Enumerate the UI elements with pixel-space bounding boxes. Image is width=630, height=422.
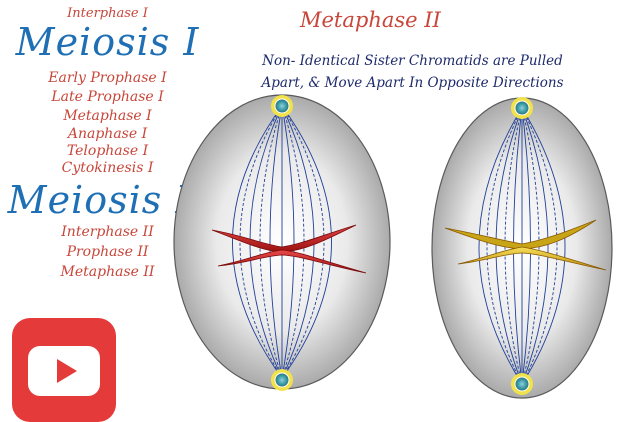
centrosome-icon bbox=[511, 373, 533, 395]
centrosome-icon bbox=[511, 97, 533, 119]
left-cell bbox=[174, 95, 390, 391]
centrosome-icon bbox=[271, 95, 293, 117]
play-triangle-icon bbox=[57, 359, 77, 383]
youtube-play-button[interactable] bbox=[12, 318, 116, 422]
centrosome-icon bbox=[271, 369, 293, 391]
right-cell bbox=[432, 97, 612, 398]
youtube-play-icon bbox=[28, 346, 100, 396]
